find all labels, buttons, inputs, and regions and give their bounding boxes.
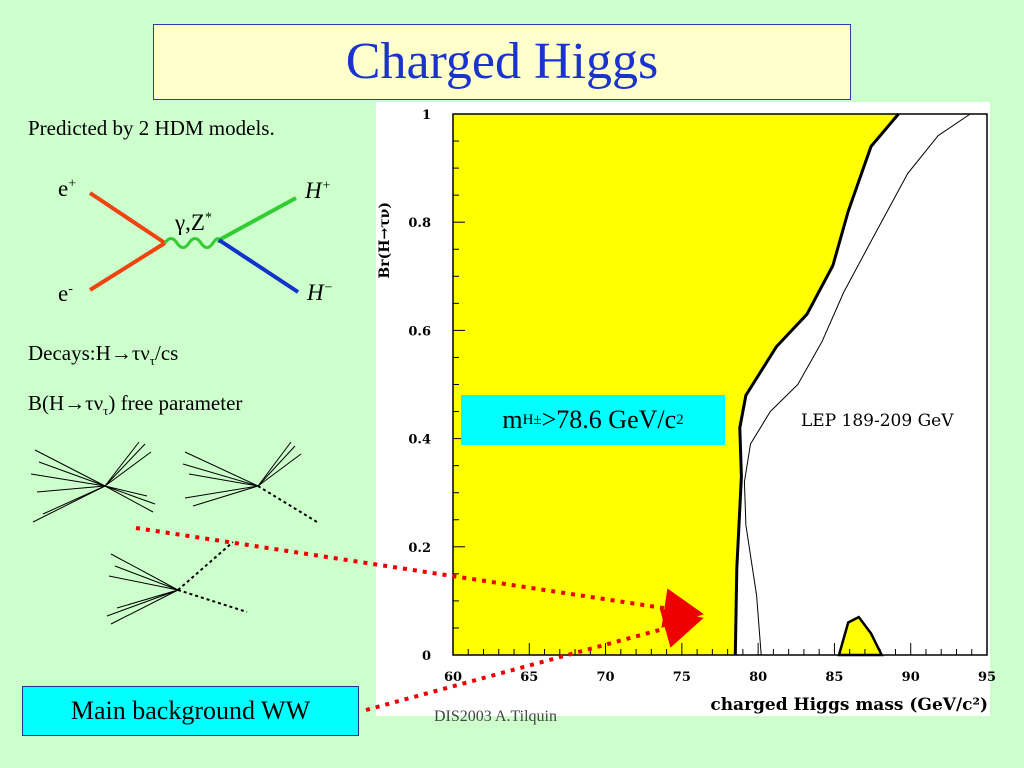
expected-limit-curve [743,113,971,656]
excluded-region [453,114,899,655]
e-minus-line [88,241,167,292]
x-tick-label: 60 [444,670,462,685]
x-axis-label: charged Higgs mass (GeV/c²) [710,695,988,715]
y-axis-label: Br(H→τν) [377,202,393,279]
arrow-icon: → [110,341,132,365]
boson-label: γ,Z* [175,210,212,235]
h-minus-label: H− [307,280,334,305]
branching-text: B(H→τντ) free parameter [28,391,243,419]
x-tick-label: 85 [825,670,843,685]
footer-text: DIS2003 A.Tilquin [434,708,557,725]
y-tick-label: 0 [422,649,431,664]
observed-limit-curve [733,113,900,656]
boson-propagator [163,237,221,249]
background-label-box: Main background WW [22,686,359,736]
y-tick-label: 0.6 [408,324,431,339]
e-plus-label: e+ [58,176,77,201]
predicted-text: Predicted by 2 HDM models. [28,116,275,140]
x-tick-label: 70 [597,670,615,685]
feynman-diagram [88,191,300,294]
jets-event-3 [106,541,248,625]
h-plus-label: H+ [305,178,332,203]
x-tick-label: 65 [520,670,538,685]
y-tick-label: 1 [422,108,431,123]
x-tick-label: 75 [673,670,691,685]
h-minus-line [217,238,300,294]
arrow-icon: → [64,391,86,415]
x-tick-label: 95 [978,670,996,685]
decays-text: Decays:H→τντ/cs [28,341,179,369]
y-tick-label: 0.2 [408,541,431,556]
title-box: Charged Higgs [153,24,851,100]
y-tick-label: 0.8 [408,216,431,231]
e-minus-label: e- [58,281,73,306]
jets-event-2 [182,441,318,523]
slide-title: Charged Higgs [345,33,659,90]
event-sketches [30,441,318,625]
lep-annotation: LEP 189-209 GeV [801,411,954,431]
e-plus-line [88,191,167,245]
background-label: Main background WW [70,696,311,725]
x-tick-label: 90 [902,670,920,685]
jets-event-1 [30,441,156,523]
h-plus-line [218,196,297,242]
excluded-island [837,615,884,657]
y-tick-label: 0.4 [408,433,431,448]
x-tick-label: 80 [749,670,767,685]
